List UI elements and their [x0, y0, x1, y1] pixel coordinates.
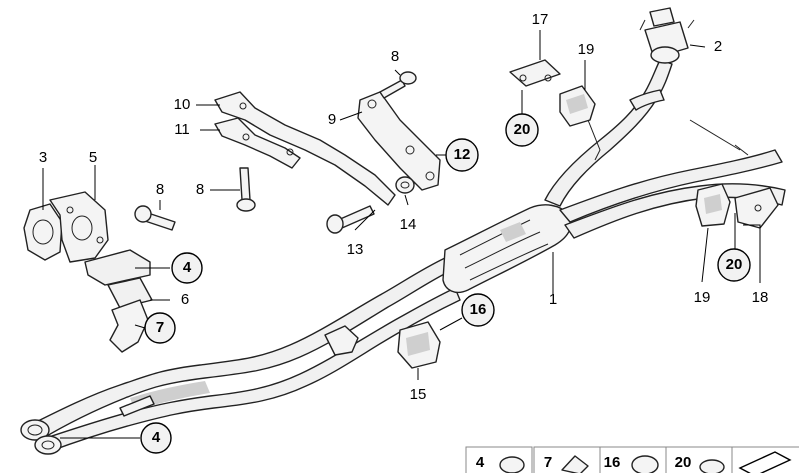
rear-bracket-top	[509, 59, 561, 87]
label-8-front: 8	[156, 181, 164, 198]
front-flange	[20, 419, 50, 441]
label-9: 9	[328, 111, 336, 128]
bolt-top	[379, 71, 417, 99]
front-pipe-assembly	[20, 257, 461, 455]
label-19-top: 19	[578, 41, 595, 58]
rear-bracket-right	[734, 187, 779, 229]
callout-20-top: 20	[514, 121, 531, 138]
callout-labels: 1 2 3 5 6 8 8 8 9 10 11 13 14 15 17 18 1…	[39, 11, 769, 403]
support-bracket	[109, 299, 149, 353]
center-rubber-mount	[397, 321, 441, 369]
legend-label-20: 20	[675, 454, 692, 471]
label-3: 3	[39, 149, 47, 166]
gasket	[23, 203, 63, 261]
label-6: 6	[181, 291, 189, 308]
label-2: 2	[714, 38, 722, 55]
callout-20-right: 20	[726, 256, 743, 273]
legend-label-7: 7	[544, 454, 552, 471]
label-11: 11	[174, 121, 190, 138]
long-bracket	[214, 91, 396, 206]
legend-damper-icon	[631, 455, 659, 473]
bolt-center	[326, 205, 375, 234]
label-1: 1	[549, 291, 557, 308]
circled-callouts: 4 4 7 12 16 20 20	[140, 113, 751, 454]
label-5: 5	[89, 149, 97, 166]
leader-lines	[42, 30, 761, 439]
label-8-top: 8	[391, 48, 399, 65]
label-18: 18	[752, 289, 769, 306]
pipe-stub	[84, 249, 153, 309]
label-14: 14	[400, 216, 417, 233]
legend-label-16: 16	[604, 454, 621, 471]
legend-strip: 4 7 16 20	[465, 446, 799, 473]
legend-nut-icon	[499, 456, 525, 473]
callout-16: 16	[470, 301, 487, 318]
label-15: 15	[410, 386, 427, 403]
rubber-mount-right	[695, 183, 731, 227]
label-19-right: 19	[694, 289, 711, 306]
bolt-left	[236, 167, 256, 212]
legend-label-4: 4	[476, 454, 485, 471]
hanger-rod	[587, 119, 601, 161]
washer	[395, 176, 415, 194]
callout-4-bottom: 4	[152, 429, 161, 446]
bolt-front	[134, 205, 176, 231]
center-bracket-plate	[357, 91, 441, 191]
callout-12: 12	[454, 146, 471, 163]
center-hanger-bracket	[324, 325, 359, 356]
front-bracket	[49, 191, 109, 263]
catalytic-converter	[442, 204, 572, 294]
rear-hanger-rod	[689, 119, 749, 156]
callout-7: 7	[156, 319, 164, 336]
label-13: 13	[347, 241, 364, 258]
rubber-mount-top	[559, 85, 596, 127]
legend-grommet-icon	[699, 459, 725, 473]
label-10: 10	[174, 96, 191, 113]
pipe-clamp	[639, 7, 695, 64]
label-8-left: 8	[196, 181, 204, 198]
callout-4-top: 4	[183, 259, 192, 276]
label-17: 17	[532, 11, 549, 28]
legend-arrow-icon	[738, 451, 792, 473]
